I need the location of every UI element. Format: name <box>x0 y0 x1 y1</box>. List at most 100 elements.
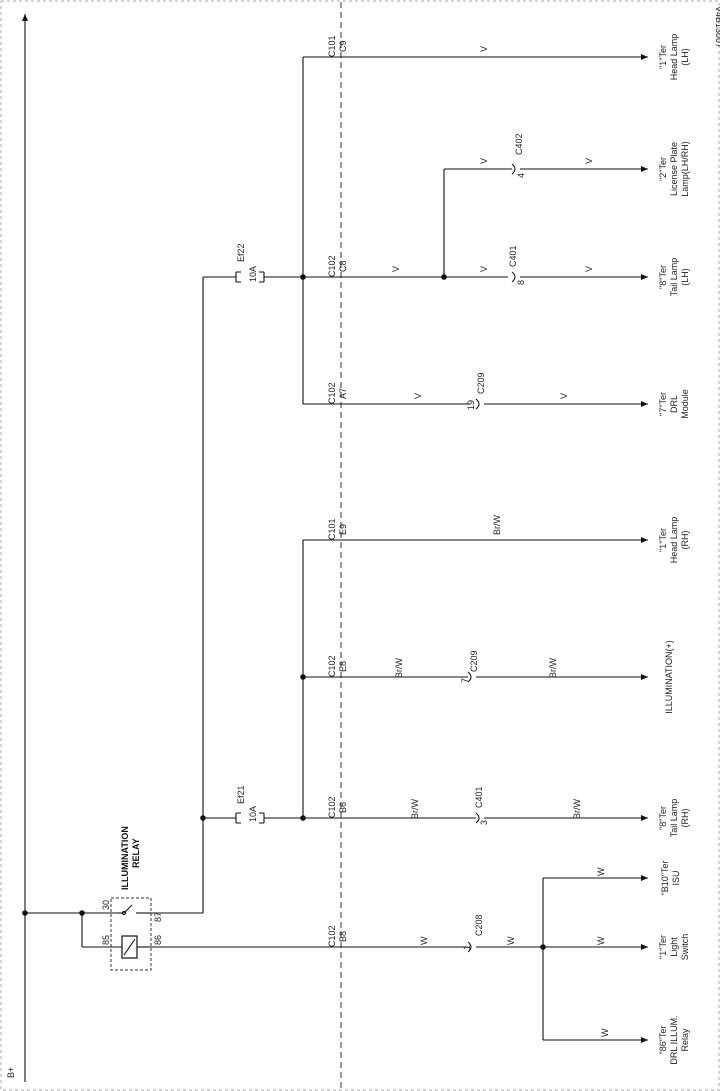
circuit-light-switch: C102 B8 W C208 1 W W W W <box>151 867 648 1043</box>
svg-text:Lamp(LH/RH): Lamp(LH/RH) <box>680 141 690 197</box>
conn-c102-e: C102 <box>327 925 337 947</box>
relay-pin-87: 87 <box>153 912 163 922</box>
wire-color-w-3: W <box>596 936 606 945</box>
relay-output-wire <box>151 276 236 914</box>
fuse-ef22-rating: 10A <box>248 266 258 282</box>
wire-color-brw-1: Br/W <box>492 514 502 535</box>
circuit-tail-lamp-lh: C102 C8 V V C401 8 V <box>327 245 648 285</box>
relay-pin-86: 86 <box>153 935 163 945</box>
wire-color-brw-3: Br/W <box>548 657 558 678</box>
conn-c209-b: C209 <box>469 650 479 672</box>
fuse-ef21-name: Ef21 <box>236 785 246 804</box>
wire-color-brw-5: Br/W <box>572 798 582 819</box>
svg-text:License Plate: License Plate <box>669 142 679 196</box>
wire-color-w-5: W <box>600 1028 610 1037</box>
wire-color-v-5: V <box>479 266 489 272</box>
conn-c401-a: C401 <box>508 245 518 267</box>
dest-illumination: ILLUMINATION(+) <box>664 640 674 714</box>
svg-text:Tail Lamp: Tail Lamp <box>669 799 679 838</box>
circuit-illumination: C102 E8 Br/W C209 7 Br/W <box>327 650 648 683</box>
wire-color-v-1: V <box>479 46 489 52</box>
conn-c208: C208 <box>474 914 484 936</box>
wire-color-v-3: V <box>584 158 594 164</box>
svg-text:Relay: Relay <box>680 1028 690 1052</box>
svg-text:DRL ILLUM.: DRL ILLUM. <box>669 1015 679 1064</box>
wire-color-v-8: V <box>559 393 569 399</box>
pin-b8: B8 <box>338 931 348 942</box>
wire-color-v-6: V <box>584 266 594 272</box>
svg-text:"1"Ter: "1"Ter <box>658 45 668 69</box>
svg-text:"8"Ter: "8"Ter <box>658 265 668 289</box>
pin-c9: C9 <box>338 40 348 52</box>
circuit-tail-lamp-rh: C102 B6 Br/W C401 3 Br/W <box>327 786 648 825</box>
svg-text:(LH): (LH) <box>680 268 690 286</box>
conn-c102-d: C102 <box>327 796 337 818</box>
svg-text:DRL: DRL <box>669 395 679 413</box>
fuse-ef22-name: Ef22 <box>236 243 246 262</box>
svg-text:Tail Lamp: Tail Lamp <box>669 258 679 297</box>
circuit-head-lamp-lh: C101 C9 V <box>327 35 489 57</box>
b-plus-label: B+ <box>6 1067 16 1078</box>
wire-color-w-1: W <box>419 936 429 945</box>
conn-c402: C402 <box>514 133 524 155</box>
conn-c209-a: C209 <box>476 372 486 394</box>
relay-pin-85: 85 <box>101 935 111 945</box>
svg-text:"86"Ter: "86"Ter <box>658 1026 668 1055</box>
svg-text:"B10"Ter: "B10"Ter <box>660 861 670 896</box>
dest-tail-lamp-lh: "8"Ter Tail Lamp (LH) <box>658 258 690 297</box>
dest-drl-illum-relay: "86"Ter DRL ILLUM. Relay <box>658 1015 690 1064</box>
conn-c101-b: C101 <box>327 518 337 540</box>
circuit-drl-module: C102 A7 V C209 19 V <box>327 372 648 410</box>
wire-color-w-2: W <box>506 936 516 945</box>
pin-8: 8 <box>516 280 526 285</box>
pin-7: 7 <box>460 678 470 683</box>
illumination-relay: ILLUMINATION RELAY 30 87 85 86 <box>25 826 163 971</box>
relay-name-line2: RELAY <box>131 838 141 868</box>
svg-text:ILLUMINATION(+): ILLUMINATION(+) <box>664 640 674 714</box>
circuit-license-plate: V C402 4 V <box>441 133 648 280</box>
pin-c8: C8 <box>338 260 348 272</box>
svg-text:"2"Ter: "2"Ter <box>658 157 668 181</box>
wire-color-v-2: V <box>479 158 489 164</box>
pin-e9: E9 <box>338 524 348 535</box>
ef21-bus <box>300 537 648 821</box>
dest-isu: "B10"Ter ISU <box>660 861 681 896</box>
svg-text:(LH): (LH) <box>680 48 690 66</box>
dest-tail-lamp-rh: "8"Ter Tail Lamp (RH) <box>658 799 690 838</box>
fuse-ef22: Ef22 10A <box>235 243 303 283</box>
svg-text:Head Lamp: Head Lamp <box>669 34 679 81</box>
wire-color-v-7: V <box>413 393 423 399</box>
destination-labels: "1"Ter Head Lamp (LH) "2"Ter License Pla… <box>658 34 690 1065</box>
pin-e8: E8 <box>338 661 348 672</box>
pin-a7: A7 <box>338 388 348 399</box>
svg-text:Light: Light <box>669 937 679 957</box>
pin-b6: B6 <box>338 802 348 813</box>
svg-text:Head Lamp: Head Lamp <box>669 517 679 564</box>
wire-color-w-4: W <box>596 867 606 876</box>
diagram-id: V4B13007 <box>714 6 720 48</box>
conn-c102-a: C102 <box>327 255 337 277</box>
pin-19: 19 <box>466 400 476 410</box>
svg-text:ISU: ISU <box>671 870 681 885</box>
svg-text:"8"Ter: "8"Ter <box>658 806 668 830</box>
svg-text:(RH): (RH) <box>680 531 690 550</box>
dest-head-lamp-rh: "1"Ter Head Lamp (RH) <box>658 517 690 564</box>
relay-name-line1: ILLUMINATION <box>120 826 130 890</box>
svg-text:"1"Ter: "1"Ter <box>658 528 668 552</box>
conn-c401-b: C401 <box>474 786 484 808</box>
pin-3: 3 <box>479 820 489 825</box>
conn-c101-a: C101 <box>327 35 337 57</box>
conn-c102-c: C102 <box>327 655 337 677</box>
pin-4: 4 <box>516 173 526 178</box>
svg-text:Switch: Switch <box>680 934 690 961</box>
dest-drl-module: "7"Ter DRL Module <box>658 389 690 419</box>
ef22-bus <box>300 54 648 405</box>
relay-pin-30: 30 <box>101 900 111 910</box>
svg-text:"7"Ter: "7"Ter <box>658 392 668 416</box>
fuse-ef21-rating: 10A <box>248 806 258 822</box>
pin-1: 1 <box>462 945 472 950</box>
wire-color-brw-2: Br/W <box>394 657 404 678</box>
wire-color-v-4: V <box>391 266 401 272</box>
